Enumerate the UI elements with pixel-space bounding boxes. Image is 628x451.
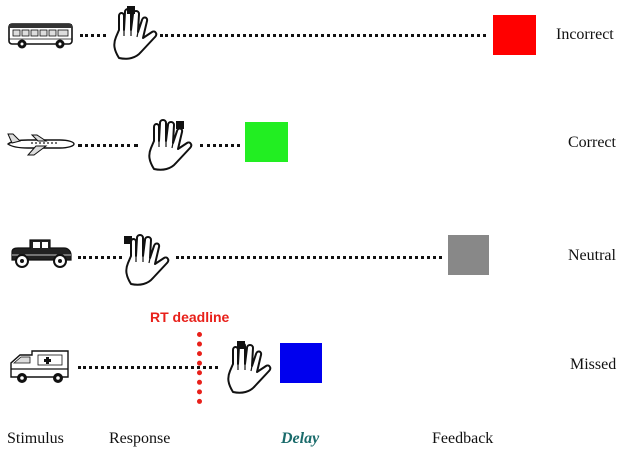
timeline-dots (160, 34, 486, 37)
vintage-car-icon (11, 239, 72, 268)
timeline-dots (80, 34, 106, 37)
timeline-dots (78, 144, 138, 147)
feedback-square (245, 122, 288, 162)
feedback-square (448, 235, 489, 275)
feedback-square (280, 343, 322, 383)
outcome-label: Incorrect (556, 26, 614, 43)
axis-label-stimulus: Stimulus (7, 430, 64, 447)
axis-label-feedback: Feedback (432, 430, 494, 447)
timeline-dots (176, 256, 442, 259)
rt-deadline-marker (197, 332, 202, 404)
hand-response-icon (113, 6, 158, 60)
hand-response-icon (148, 119, 193, 171)
outcome-label: Correct (568, 134, 616, 151)
timeline-dots (78, 256, 122, 259)
bus-icon (8, 23, 73, 49)
feedback-square (493, 15, 536, 55)
axis-label-delay: Delay (281, 430, 320, 447)
outcome-label: Missed (570, 356, 617, 373)
hand-response-icon (227, 341, 272, 394)
timeline-dots (78, 366, 218, 369)
axis-label-response: Response (109, 430, 171, 447)
outcome-label: Neutral (568, 247, 616, 264)
hand-response-icon (124, 234, 170, 286)
timeline-dots (200, 144, 240, 147)
rt-deadline-label: RT deadline (150, 309, 230, 325)
ambulance-icon (10, 350, 69, 383)
airplane-icon (6, 133, 75, 156)
